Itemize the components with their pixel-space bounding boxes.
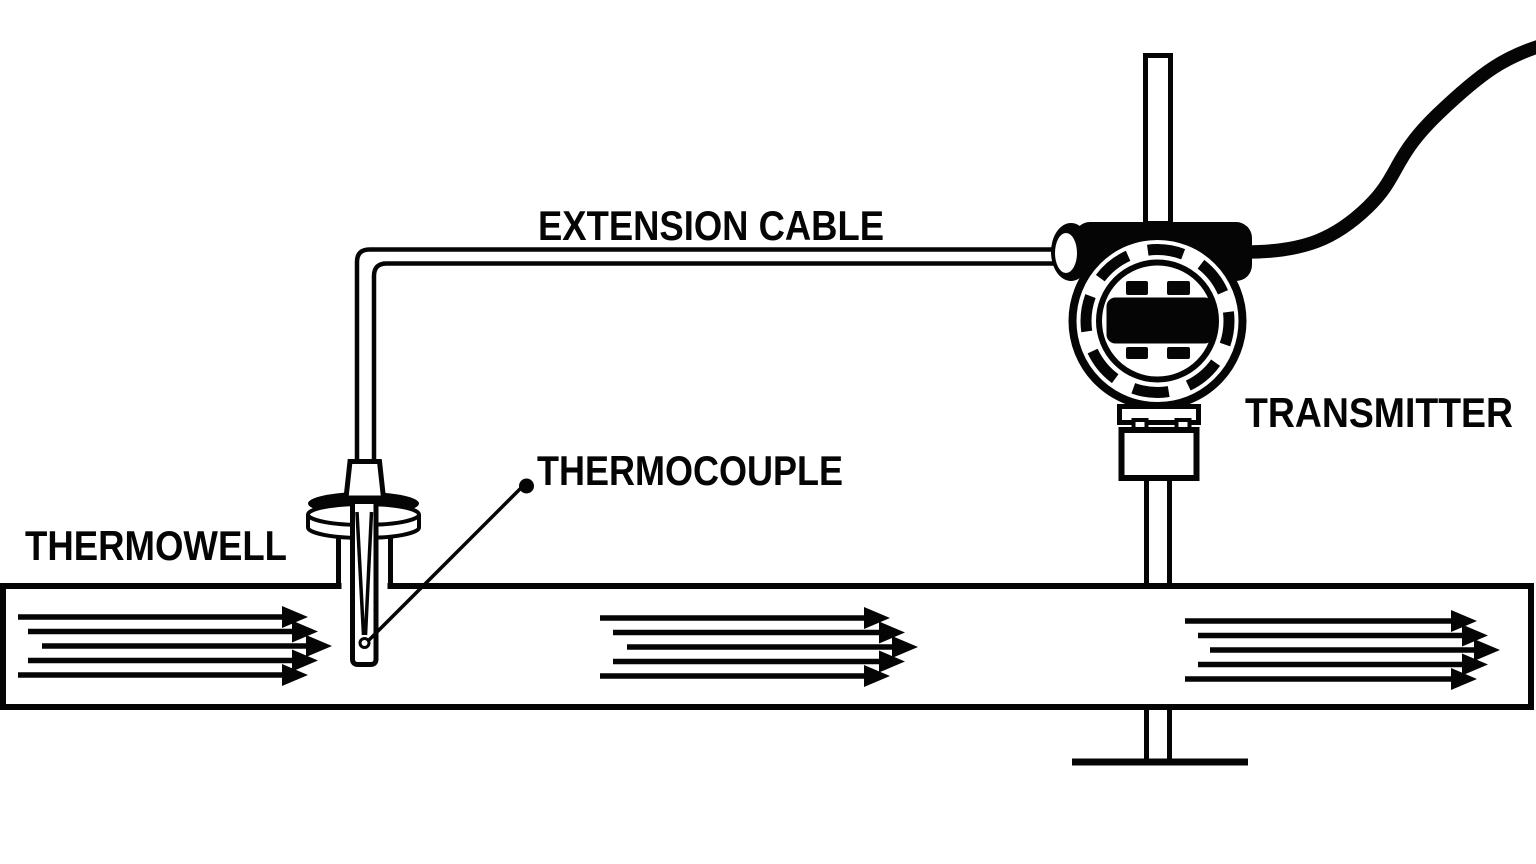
transmitter-device <box>1051 40 1536 481</box>
display-screen <box>1106 297 1214 344</box>
bezel-dashed-ring <box>1080 244 1235 398</box>
flow-arrows-right <box>1185 610 1500 690</box>
leader-dot <box>519 478 534 494</box>
thermowell-assembly <box>306 459 421 667</box>
extension-cable-conduit <box>354 247 1062 466</box>
output-cable <box>1239 40 1536 259</box>
display-button <box>1167 281 1190 295</box>
leader-line <box>367 483 526 642</box>
pole-upper <box>1143 53 1173 226</box>
display-button <box>1126 347 1148 359</box>
cable-entry-port <box>1055 233 1077 273</box>
mounting-pole <box>1072 53 1248 766</box>
mount-block <box>1118 427 1200 481</box>
extension-cable-label: EXTENSION CABLE <box>538 202 884 249</box>
connection-head <box>343 459 387 501</box>
thermocouple-label: THERMOCOUPLE <box>537 447 843 494</box>
thermocouple-leader <box>367 478 534 642</box>
display-button <box>1126 281 1148 295</box>
neck-walls <box>336 534 393 589</box>
pole-lower <box>1144 708 1172 760</box>
thermowell-label: THERMOWELL <box>25 522 287 569</box>
flow-arrows-left <box>18 606 332 686</box>
transmitter-label: TRANSMITTER <box>1245 389 1513 436</box>
thermocouple-tip <box>358 637 371 649</box>
thermocouple-element <box>355 511 374 636</box>
display-icon <box>1106 281 1214 359</box>
flow-arrows-middle <box>600 607 918 687</box>
display-button <box>1167 347 1190 359</box>
pole-middle <box>1144 478 1172 585</box>
